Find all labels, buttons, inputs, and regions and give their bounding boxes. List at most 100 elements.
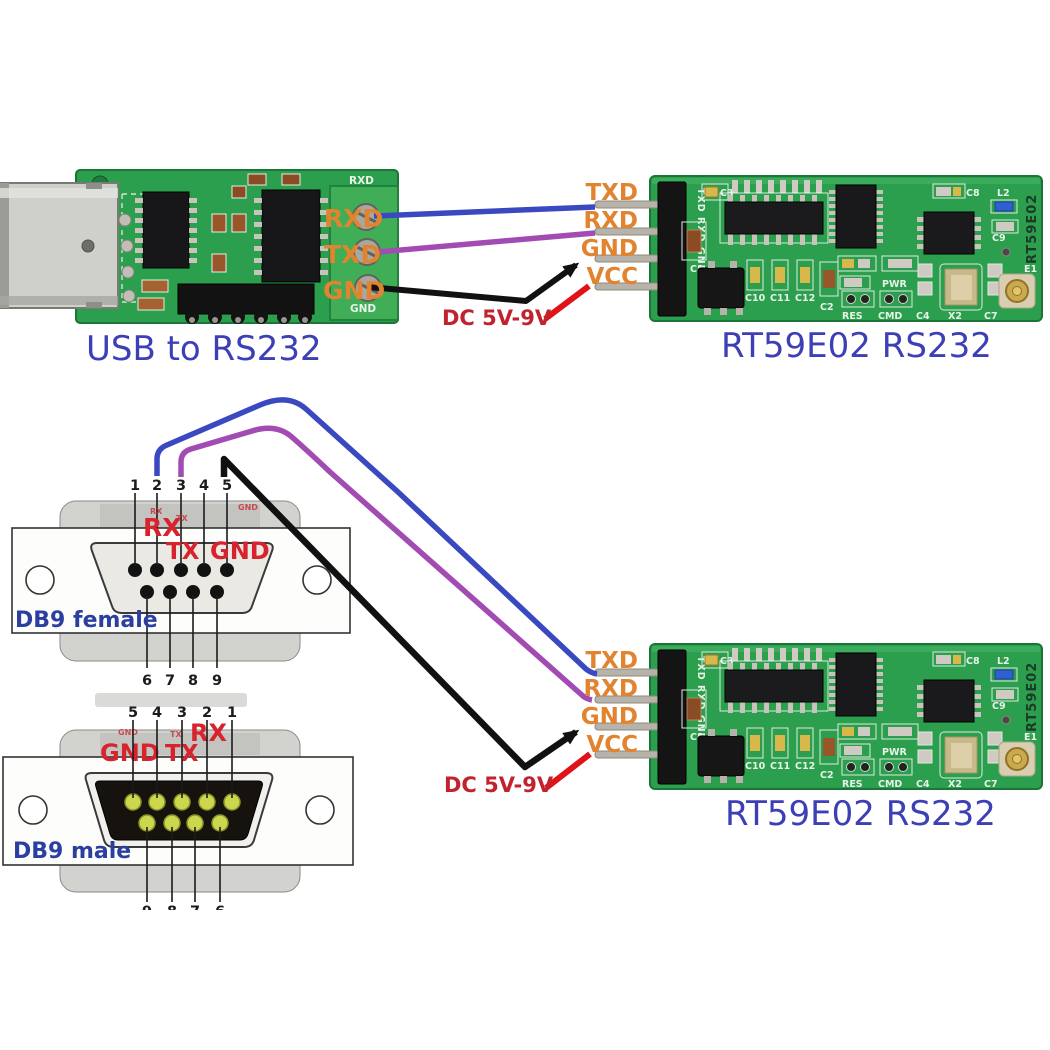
female-silk-gnd: GND — [238, 503, 258, 512]
db9-male: GND TX RX GND TX 5 4 3 — [0, 700, 380, 940]
photo-crop-edge — [130, 910, 240, 940]
module-soic16 — [719, 648, 829, 713]
label-c12: C12 — [795, 761, 815, 772]
ufl-connector — [998, 273, 1036, 309]
module-top-pin-label-gnd: GND — [580, 236, 638, 262]
pin-number: 4 — [152, 705, 162, 721]
usb-rs232-board: RXD GND — [0, 162, 420, 334]
mounting-hole-left — [18, 795, 48, 825]
usb-board-title: USB to RS232 — [86, 329, 322, 369]
module-bottom-title: RT59E02 RS232 — [725, 794, 996, 834]
label-c11: C11 — [770, 761, 790, 772]
label-c10: C10 — [745, 761, 766, 772]
female-label-rx: RX — [143, 513, 182, 542]
female-label-tx: TX — [166, 539, 200, 565]
pin-number: 1 — [130, 478, 140, 494]
rt59e02-module-top: TXD RXD GND VCC C3 C1 — [592, 172, 1047, 324]
pin-number: 6 — [142, 673, 152, 689]
usb-silkscreen-rxd: RXD — [349, 175, 374, 187]
module-tssop — [829, 184, 883, 249]
label-c7: C7 — [984, 311, 998, 322]
module-top-pin-label-rxd: RXD — [583, 208, 638, 234]
usb-pin-header — [177, 283, 315, 324]
label-e1: E1 — [1024, 732, 1037, 743]
pin-number: 8 — [188, 673, 198, 689]
module-bottom-pin-label-gnd: GND — [580, 704, 638, 730]
label-c2: C2 — [820, 302, 834, 313]
male-silk-tx: TX — [170, 730, 182, 739]
label-c7: C7 — [984, 779, 998, 790]
module-bottom-pin-label-rxd: RXD — [583, 676, 638, 702]
mounting-hole-right — [302, 565, 332, 595]
pin-number: 3 — [177, 705, 187, 721]
label-cmd: CMD — [878, 779, 902, 790]
module-soic16 — [719, 180, 829, 245]
label-l2: L2 — [997, 188, 1010, 199]
female-pin-numbers-top: 1 2 3 4 5 — [130, 478, 232, 494]
ufl-connector — [998, 741, 1036, 777]
pin-number: 1 — [227, 705, 237, 721]
pin-number: 5 — [128, 705, 138, 721]
pin-number: 7 — [165, 673, 175, 689]
usb-smd-components — [137, 173, 301, 311]
label-c8: C8 — [966, 656, 980, 667]
rt59e02-module-bottom: TXD RXD GND VCC C3 C1 — [592, 640, 1047, 792]
label-x2: X2 — [948, 779, 962, 790]
label-c8: C8 — [966, 188, 980, 199]
pin-number: 2 — [152, 478, 162, 494]
db9-female-caption: DB9 female — [15, 608, 158, 633]
dc-power-label-top: DC 5V-9V — [442, 306, 552, 330]
label-c9: C9 — [992, 701, 1006, 712]
module-tssop — [829, 652, 883, 717]
label-c1: C1 — [690, 732, 704, 743]
usb-board-graphic: RXD GND — [0, 169, 399, 324]
female-pin-numbers-bottom: 6 7 8 9 — [142, 673, 222, 689]
mounting-hole-left — [25, 565, 55, 595]
pin-number: 2 — [202, 705, 212, 721]
module-mid-components: C10 C11 C12 C2 RES CMD PWR — [745, 723, 919, 790]
pin-number: 5 — [222, 478, 232, 494]
label-model: RT59E02 — [1025, 194, 1040, 264]
module-right-components: C4 X2 C7 C8 L2 C9 E1 RT59E02 — [916, 651, 1040, 790]
usb-plug — [0, 182, 136, 309]
label-c4: C4 — [916, 779, 930, 790]
pin-number: 3 — [176, 478, 186, 494]
label-c12: C12 — [795, 293, 815, 304]
module-bottom-pin-label-txd: TXD — [585, 648, 638, 674]
db9-female: 1 2 3 4 5 6 7 8 9 RX TX GND RX TX GND DB… — [0, 448, 380, 708]
module-graphic: TXD RXD GND VCC C3 C1 — [594, 643, 1043, 790]
pin-number: 4 — [199, 478, 209, 494]
male-leader-lines — [132, 720, 233, 902]
db9-male-graphic: GND TX RX GND TX 5 4 3 — [2, 705, 354, 940]
label-c4: C4 — [916, 311, 930, 322]
module-left-components: C3 C1 — [681, 651, 745, 783]
pin-number: 9 — [212, 673, 222, 689]
label-c2: C2 — [820, 770, 834, 781]
db9-male-caption: DB9 male — [13, 839, 131, 864]
label-cmd: CMD — [878, 311, 902, 322]
label-e1: E1 — [1024, 264, 1037, 275]
module-soic8 — [917, 211, 981, 255]
module-bottom-pin-label-vcc: VCC — [586, 732, 638, 758]
label-pwr: PWR — [882, 279, 907, 290]
label-c11: C11 — [770, 293, 790, 304]
module-top-pin-label-vcc: VCC — [586, 264, 638, 290]
module-right-components: C4 X2 C7 C8 L2 C9 E1 RT59E02 — [916, 183, 1040, 322]
usb-terminal-label-rxd: RXD — [324, 204, 384, 233]
label-l2: L2 — [997, 656, 1010, 667]
label-c9: C9 — [992, 233, 1006, 244]
wire-vcc-red-top — [543, 283, 591, 322]
usb-silkscreen-gnd: GND — [350, 303, 376, 315]
module-top-pin-label-txd: TXD — [585, 180, 638, 206]
male-dsub — [84, 772, 274, 848]
usb-ic-left — [135, 191, 197, 269]
label-model: RT59E02 — [1025, 662, 1040, 732]
label-x2: X2 — [948, 311, 962, 322]
label-res: RES — [842, 779, 863, 790]
module-top-title: RT59E02 RS232 — [721, 326, 992, 366]
label-c1: C1 — [690, 264, 704, 275]
label-pwr: PWR — [882, 747, 907, 758]
male-label-gnd: GND — [100, 739, 160, 767]
usb-terminal-label-gnd: GND — [323, 276, 386, 305]
